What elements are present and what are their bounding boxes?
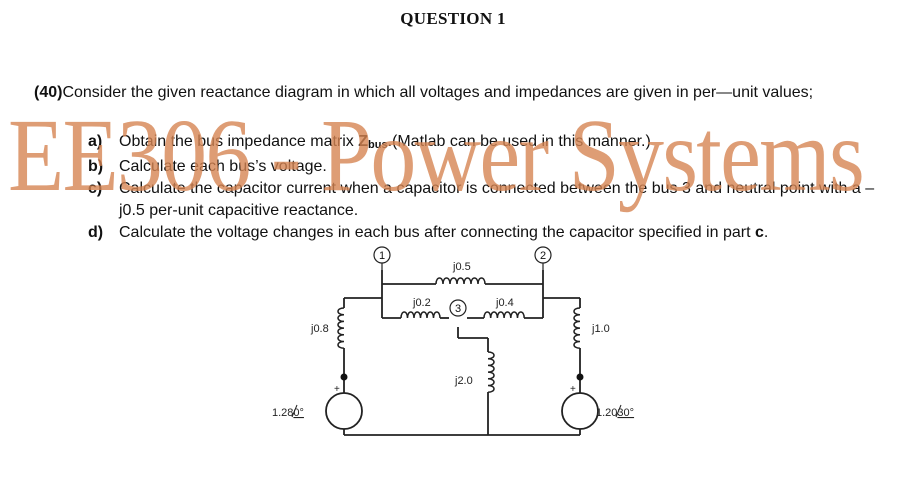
inductor-mid-coil <box>487 351 495 393</box>
source-right-circle <box>561 392 599 430</box>
bus-2-marker: 2 <box>534 246 552 264</box>
source-left-label: 1.280° <box>272 407 304 419</box>
item-b-text: Calculate each bus’s voltage. <box>119 158 327 175</box>
source-left-mag: 1.28 <box>272 407 293 419</box>
node-dots <box>340 373 584 381</box>
item-b-label: b) <box>88 158 104 175</box>
item-a-rest: .(Matlab can be used in this manner.) <box>387 133 651 150</box>
item-b: b) Calculate each bus’s voltage. <box>88 156 888 178</box>
item-c-label: c) <box>88 180 103 197</box>
item-d-text: Calculate the voltage changes in each bu… <box>119 224 755 241</box>
x-left-label: j0.8 <box>310 323 329 335</box>
x13-label: j0.2 <box>412 297 431 309</box>
question-title: QUESTION 1 <box>400 9 506 28</box>
reactance-labels: j0.5 j0.2 j0.4 j0.8 j1.0 j2.0 <box>310 261 610 387</box>
source-labels: 1.280° + 1.2030° + <box>272 384 634 419</box>
node-left <box>340 373 348 381</box>
intro-text: Consider the given reactance diagram in … <box>62 84 814 101</box>
source-left-plus: + <box>334 384 340 395</box>
voltage-sources <box>325 392 599 430</box>
item-d-rest: . <box>763 224 769 241</box>
item-d-part-ref: c <box>754 224 764 241</box>
bus-3-marker: 3 <box>449 299 467 317</box>
bus-1-marker: 1 <box>373 246 391 264</box>
points-label: (40) <box>34 84 63 101</box>
item-c-text: Calculate the capacitor current when a c… <box>119 180 875 219</box>
inductor-left-coil <box>337 307 345 349</box>
item-d: d) Calculate the voltage changes in each … <box>88 222 888 244</box>
z-bus-symbol: Z <box>358 133 369 150</box>
bus-1-label: 1 <box>379 250 385 262</box>
z-bus-subscript: bus <box>368 139 388 151</box>
inductor-coils <box>337 277 581 393</box>
item-a-text: Obtain the bus impedance matrix <box>119 133 359 150</box>
question-items: a) Obtain the bus impedance matrix Zbus.(… <box>88 131 888 244</box>
x23-label: j0.4 <box>495 297 514 309</box>
inductor-right-coil <box>573 307 581 349</box>
source-right-mag: 1.20 <box>596 407 617 419</box>
inductor-23-coil <box>483 311 525 319</box>
bus-3-label: 3 <box>455 303 461 315</box>
node-right <box>576 373 584 381</box>
item-a: a) Obtain the bus impedance matrix Zbus.(… <box>88 131 888 156</box>
item-c: c) Calculate the capacitor current when a… <box>88 178 888 222</box>
x12-label: j0.5 <box>452 261 471 273</box>
item-d-label: d) <box>88 224 104 241</box>
question-intro: (40)Consider the given reactance diagram… <box>34 82 894 104</box>
bus-markers: 1 2 3 <box>373 246 552 317</box>
x-mid-label: j2.0 <box>454 375 473 387</box>
x-right-label: j1.0 <box>591 323 610 335</box>
inductor-13-coil <box>400 311 441 319</box>
bus-2-label: 2 <box>540 250 546 262</box>
item-a-label: a) <box>88 133 103 150</box>
source-right-label: 1.2030° <box>596 407 634 419</box>
source-right-plus: + <box>570 384 576 395</box>
inductor-12-coil <box>435 277 486 285</box>
circuit-wires <box>343 270 581 436</box>
source-left-angle: 0° <box>293 407 304 419</box>
source-left-circle <box>325 392 363 430</box>
source-right-angle: 30° <box>617 407 634 419</box>
